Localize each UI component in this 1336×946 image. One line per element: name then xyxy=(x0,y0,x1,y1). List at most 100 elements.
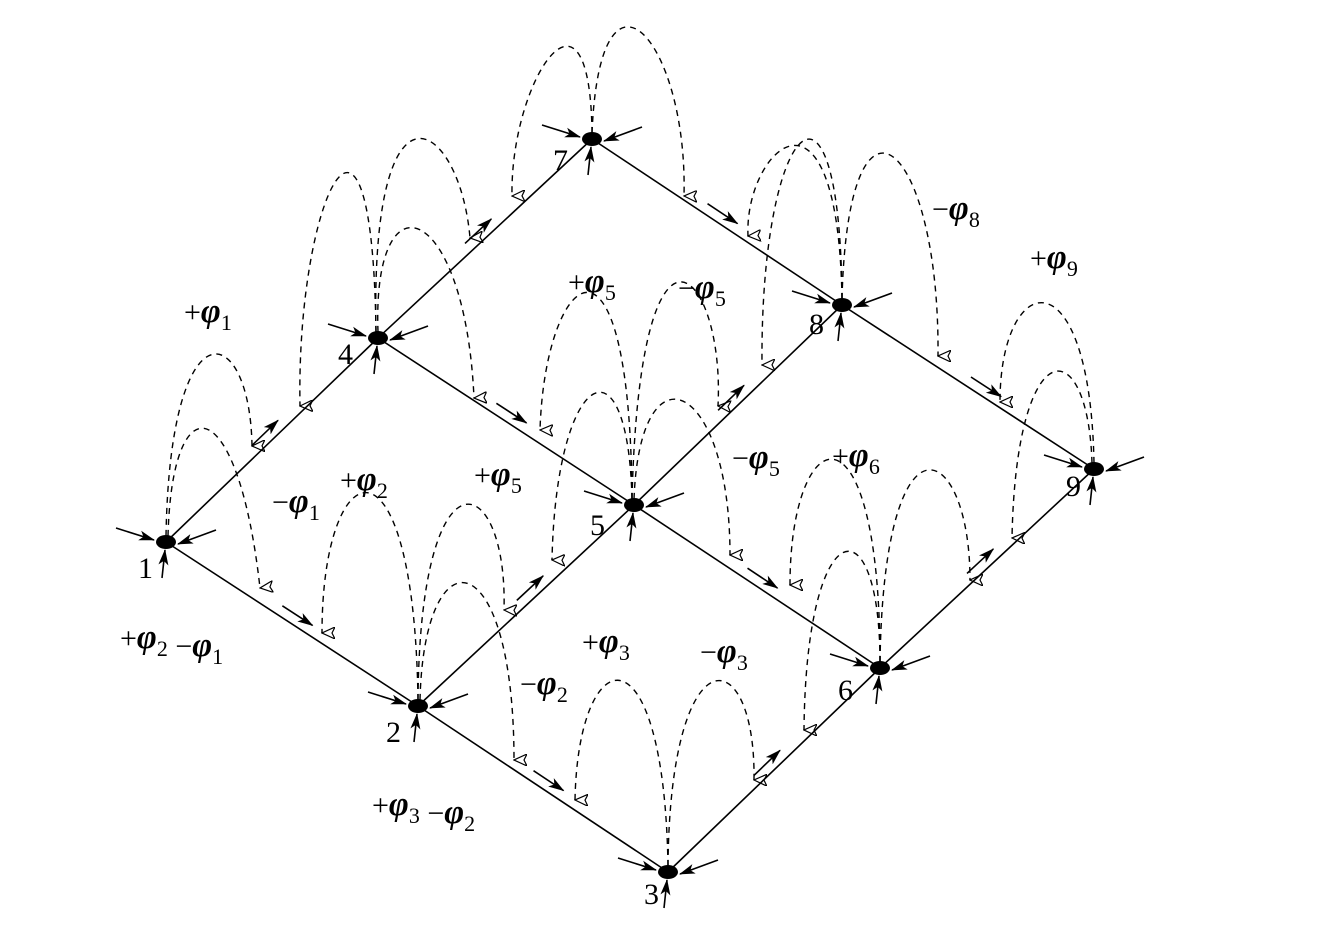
phi-subscript: 6 xyxy=(869,454,880,479)
node-input-right-arrow xyxy=(177,529,217,545)
node-input-right-arrow xyxy=(645,492,685,508)
phi-term: −φ5 xyxy=(732,439,780,481)
dashed-arc-arrow xyxy=(762,138,843,365)
phi-term: +φ5 xyxy=(568,263,616,305)
phi-term: −φ2 xyxy=(520,665,568,707)
node-1 xyxy=(156,535,176,549)
dashed-arc-arrow xyxy=(841,152,938,356)
phi-subscript: 2 xyxy=(464,811,475,836)
phi-symbol: φ xyxy=(289,483,309,520)
flow-arrows xyxy=(115,124,1145,909)
phi-term: −φ3 xyxy=(700,633,748,675)
flow-arrow xyxy=(970,376,1002,398)
node-label-1: 1 xyxy=(138,552,153,585)
node-input-right-arrow xyxy=(853,292,893,308)
phi-term: −φ8 xyxy=(932,190,980,232)
phi-sign: − xyxy=(420,797,444,830)
node-input-left-arrow xyxy=(327,323,367,337)
phi-symbol: φ xyxy=(949,190,969,227)
phi-symbol: φ xyxy=(1047,239,1067,276)
phi-symbol: φ xyxy=(849,437,869,474)
dashed-arc-arrow xyxy=(377,227,474,398)
flow-arrow xyxy=(753,749,781,776)
dashed-arc-arrow xyxy=(540,291,633,500)
phi-term: −φ1 xyxy=(272,483,320,525)
phi-subscript: 3 xyxy=(409,803,420,828)
flow-arrow xyxy=(495,402,528,424)
node-5 xyxy=(624,498,644,512)
node-label-6: 6 xyxy=(838,674,853,707)
node-7 xyxy=(582,132,602,146)
flow-arrow xyxy=(966,548,995,575)
phi-term: +φ1 xyxy=(184,293,232,335)
phi-sign: − xyxy=(168,630,192,663)
node-input-left-arrow xyxy=(617,857,657,871)
phi-subscript: 3 xyxy=(737,650,748,675)
node-input-left-arrow xyxy=(791,290,831,304)
dashed-arc-arrow xyxy=(375,137,470,333)
phi-sign: + xyxy=(184,296,201,329)
node-input-bottom-arrow xyxy=(370,345,381,375)
phi-subscript: 3 xyxy=(619,640,630,665)
phi-subscript: 1 xyxy=(221,310,232,335)
phi-subscript: 5 xyxy=(511,473,522,498)
edge-2-5 xyxy=(417,504,635,707)
node-label-5: 5 xyxy=(590,509,605,542)
phi-sign: − xyxy=(700,636,717,669)
phi-subscript: 2 xyxy=(377,478,388,503)
node-input-left-arrow xyxy=(583,490,623,504)
phi-symbol: φ xyxy=(491,456,511,493)
phi-symbol: φ xyxy=(717,633,737,670)
node-input-bottom-arrow xyxy=(158,549,169,579)
phi-sign: − xyxy=(272,486,289,519)
edge-7-8 xyxy=(591,138,843,306)
flow-arrow xyxy=(464,218,493,245)
phi-sign: + xyxy=(120,622,137,655)
node-label-7: 7 xyxy=(553,144,568,177)
dashed-arc-arrow xyxy=(512,45,593,196)
node-9 xyxy=(1084,462,1104,476)
edge-1-2 xyxy=(165,541,419,707)
phi-symbol: φ xyxy=(192,627,212,664)
node-input-left-arrow xyxy=(1043,454,1083,468)
node-8 xyxy=(832,298,852,312)
phi-subscript: 9 xyxy=(1067,256,1078,281)
phi-symbol: φ xyxy=(695,269,715,306)
node-input-bottom-arrow xyxy=(584,146,595,176)
node-input-left-arrow xyxy=(541,124,581,138)
phi-term: −φ5 xyxy=(678,269,726,311)
phi-subscript: 8 xyxy=(969,207,980,232)
dashed-arc-arrow xyxy=(667,679,754,867)
node-2 xyxy=(408,699,428,713)
edge-6-9 xyxy=(879,468,1095,669)
dashed-arc-arrow xyxy=(879,469,970,663)
edge-4-5 xyxy=(377,337,635,506)
dashed-arc-arrow xyxy=(633,398,730,555)
phi-sign: − xyxy=(678,272,695,305)
node-3 xyxy=(658,865,678,879)
edge-2-3 xyxy=(417,705,669,873)
phi-terms: +φ1−φ1+φ2+φ2 −φ1−φ2+φ3 −φ2+φ3−φ3+φ5−φ5+φ… xyxy=(120,190,1078,836)
node-input-left-arrow xyxy=(367,691,407,705)
phi-sign: + xyxy=(340,464,357,497)
dashed-curves xyxy=(165,26,1095,867)
node-input-right-arrow xyxy=(679,859,719,875)
phi-subscript: 5 xyxy=(769,456,780,481)
flow-arrow xyxy=(747,567,779,589)
node-input-right-arrow xyxy=(891,655,931,671)
phi-symbol: φ xyxy=(389,786,409,823)
phi-symbol: φ xyxy=(537,665,557,702)
dashed-arc-arrow xyxy=(591,26,684,196)
dashed-arc-arrow xyxy=(790,458,881,663)
node-input-bottom-arrow xyxy=(834,312,845,342)
phi-sign: + xyxy=(832,440,849,473)
phi-subscript: 5 xyxy=(715,286,726,311)
lattice-nodes xyxy=(156,132,1104,879)
phi-symbol: φ xyxy=(357,461,377,498)
edge-5-6 xyxy=(633,504,881,669)
node-input-bottom-arrow xyxy=(626,512,637,542)
phi-sign: − xyxy=(932,193,949,226)
dashed-arc-arrow xyxy=(631,281,718,500)
